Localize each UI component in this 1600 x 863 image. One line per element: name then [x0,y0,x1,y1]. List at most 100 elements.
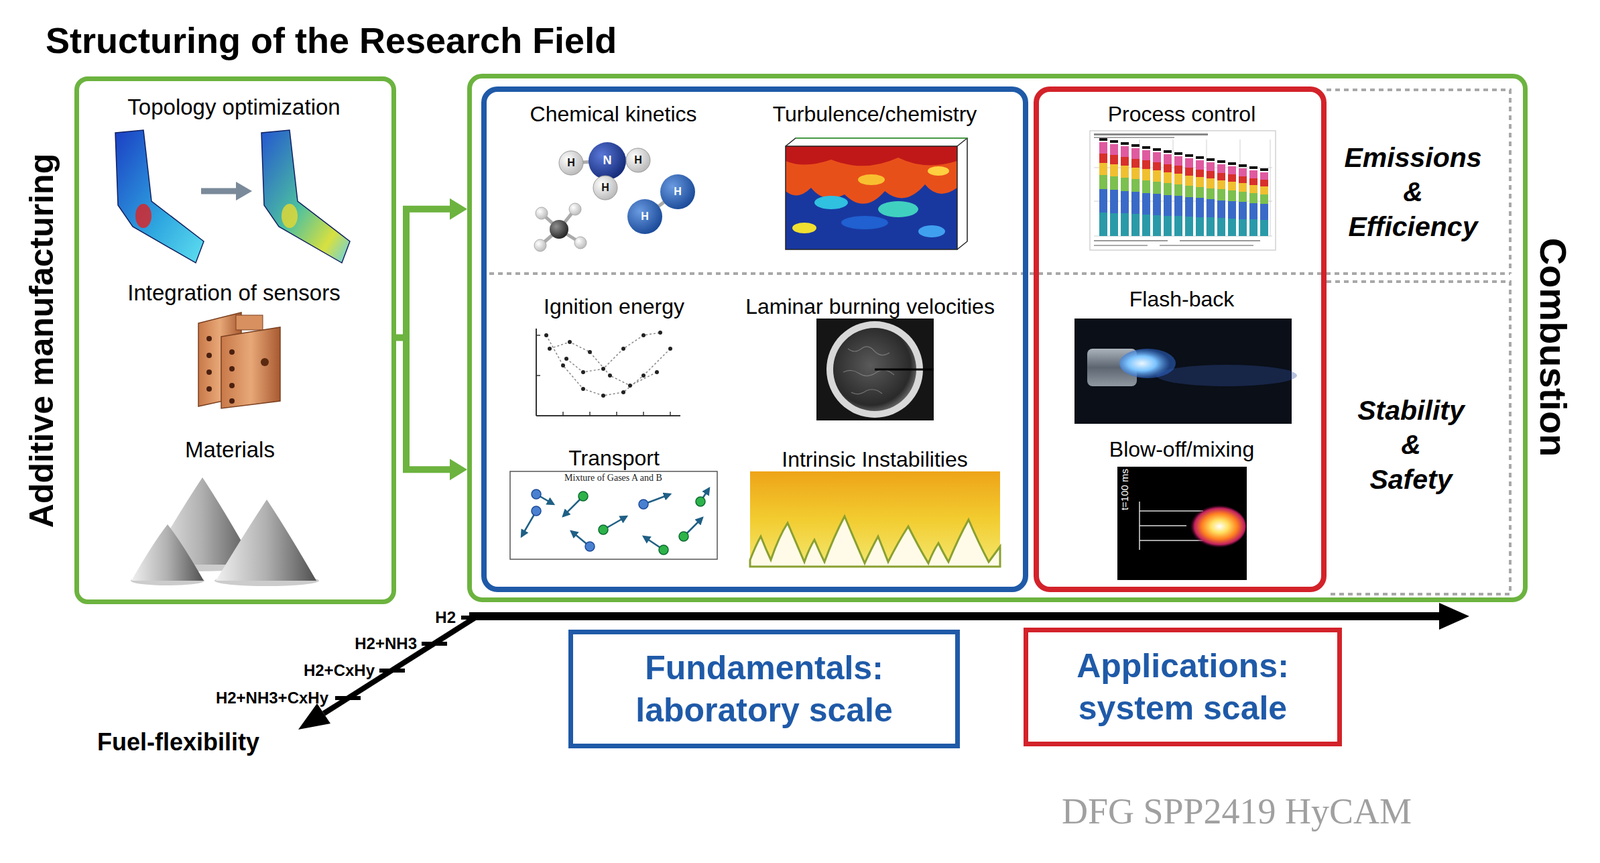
instability-figure [750,516,1001,567]
transport-figure [638,499,649,509]
ignition-chart [641,373,646,378]
node-text: Stability & Safety [1357,393,1464,497]
process-chart [1217,160,1226,163]
blowoff-photo [1187,504,1247,548]
node-text: Chemical kinetics [530,101,698,127]
molecule-figure [627,199,663,234]
scale-box: Fundamentals: laboratory scale [568,629,960,749]
transport-figure [531,489,541,499]
node-text: Additive manufacturing [21,153,62,528]
process-chart [1110,144,1119,236]
ignition-chart [546,332,671,396]
axis-arrows [461,615,478,620]
process-chart [1093,133,1208,136]
turbulence-figure [785,146,958,166]
process-chart [1185,154,1194,157]
process-chart [1093,167,1273,169]
process-chart [1206,162,1215,236]
turbulence-figure [957,138,968,147]
turbulence-figure [785,146,958,250]
dotted-regions [489,89,1511,594]
sensor-part [260,357,269,366]
process-chart [1238,168,1247,236]
ignition-chart [607,373,612,378]
label-text: N [603,153,612,169]
ignition-chart [567,339,572,344]
process-chart [1185,158,1194,236]
process-chart [1093,239,1168,242]
label-text: Fuel-flexibility [97,727,260,757]
label-text: H [634,153,643,167]
ignition-chart [561,363,566,368]
transport-figure [578,491,706,555]
label-text: H2+NH3 [354,634,417,654]
process-chart [1227,166,1237,236]
flashback-photo [1074,318,1298,424]
process-chart [1174,152,1183,155]
sensor-part [206,352,212,358]
ignition-chart [581,370,586,375]
ignition-chart [536,334,541,336]
topology-figure [235,181,253,201]
process-chart [1093,136,1175,139]
ignition-chart [668,346,673,351]
process-chart [1249,166,1258,169]
process-chart [1174,156,1183,236]
flame-sphere-photo [851,389,883,395]
ignition-chart [562,411,564,416]
dotted-regions [1326,89,1511,274]
ignition-chart [621,390,626,395]
ignition-chart [536,335,671,416]
process-chart [1099,138,1269,171]
ignition-chart [546,335,671,396]
topology-figure [115,130,350,263]
process-chart [1131,148,1140,236]
process-chart [1206,158,1215,161]
flame-sphere-photo [847,346,890,356]
process-chart [1110,140,1119,143]
ignition-chart [621,346,626,351]
arrow-head [449,458,468,480]
ignition-chart [669,411,671,416]
turbulence-figure [792,222,817,234]
flame-sphere-photo [816,318,934,421]
process-chart [1195,156,1204,159]
process-chart [1089,130,1276,251]
turbulence-figure [785,138,968,250]
node-text: Emissions & Efficiency [1343,140,1482,244]
ignition-chart [564,356,569,361]
ignition-chart [654,370,659,375]
sensor-part [206,335,212,342]
ignition-chart [601,393,606,398]
ignition-chart [536,374,541,377]
molecule-figure [559,150,584,175]
node-text: Turbulence/chemistry [772,101,978,127]
blowoff-photo [1117,466,1247,580]
process-chart [1163,154,1172,236]
axis-arrows [379,668,405,673]
transport-figure [521,487,710,550]
axis-arrows [335,617,478,698]
node-text: Topology optimization [127,93,340,121]
instability-figure [750,471,1001,567]
blowoff-photo [1117,466,1247,580]
ignition-chart [587,349,592,354]
axis-arrows [421,641,448,646]
node-text: Intrinsic Instabilities [781,446,968,472]
process-chart [1179,239,1261,242]
flashback-photo [1156,364,1298,387]
process-chart [1217,164,1226,236]
molecule-figure [534,142,696,252]
label-text: DFG SPP2419 HyCAM [1061,789,1412,834]
node-text: Laminar burning velocities [745,293,995,320]
transport-figure [679,531,689,541]
process-chart [1152,148,1161,151]
blowoff-photo [1139,510,1204,512]
process-chart [1099,142,1269,236]
ignition-chart [566,332,661,373]
node-text: Ignition energy [543,293,685,320]
topology-figure [115,130,204,263]
sensor-part [221,327,281,409]
node-text: Transport [568,445,660,471]
process-chart [1163,150,1172,153]
